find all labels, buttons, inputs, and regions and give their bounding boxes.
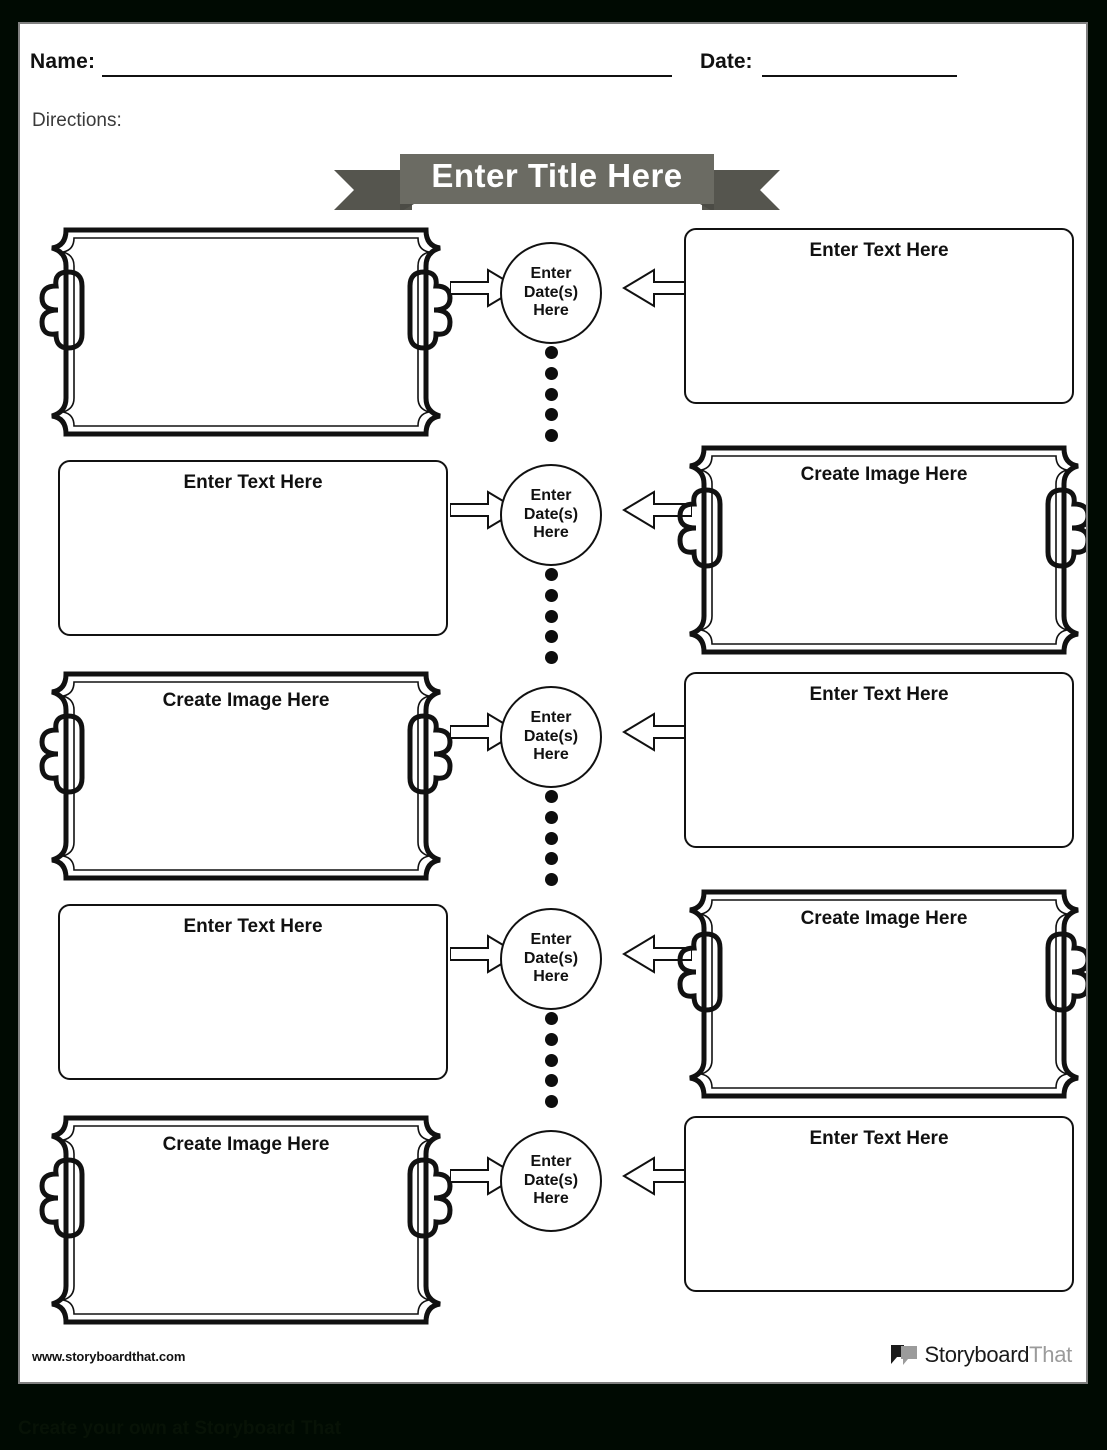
circle-line-1: Enter: [530, 1152, 572, 1170]
date-circle[interactable]: Enter Date(s) Here: [500, 908, 602, 1010]
worksheet-page: Name: Date: Directions: Enter Title Here: [18, 22, 1088, 1384]
ornate-frame-shape: [677, 445, 1086, 655]
circle-line-1: Enter: [530, 264, 572, 282]
connector-dot: [544, 1095, 558, 1108]
logo-storyboard-text: Storyboard: [924, 1342, 1030, 1367]
arrow-left-icon: [622, 488, 693, 532]
connector-dot: [544, 831, 558, 845]
date-label: Date:: [700, 50, 753, 73]
footer-url: www.storyboardthat.com: [32, 1349, 186, 1364]
connector-dot: [544, 1053, 558, 1067]
timeline-row: Enter Text Here Enter Date(s) Here: [20, 886, 1086, 1108]
ornate-frame-box[interactable]: Create Image Here: [36, 668, 456, 884]
arrow-left-icon: [622, 932, 693, 976]
bottom-promo-text: Create your own at Storyboard That: [18, 1418, 342, 1439]
date-circle[interactable]: Enter Date(s) Here: [500, 686, 602, 788]
plain-text-box[interactable]: Enter Text Here: [58, 460, 448, 636]
dotted-connector: [542, 1012, 560, 1108]
ornate-frame-box[interactable]: Create Image Here: [674, 886, 1086, 1102]
plain-box-label: Enter Text Here: [809, 1128, 949, 1149]
ornate-frame-shape: [39, 227, 453, 437]
ornate-frame-box[interactable]: Create Image Here: [36, 1112, 456, 1328]
ornate-frame-shape: [677, 889, 1086, 1099]
dotted-connector: [542, 568, 560, 664]
plain-text-box[interactable]: Enter Text Here: [684, 672, 1074, 848]
connector-dot: [544, 630, 558, 644]
connector-dot: [544, 429, 558, 442]
timeline-row: Enter Date(s) Here Enter Text Here: [20, 220, 1086, 442]
arrow-left-icon: [622, 266, 693, 310]
directions-label: Directions:: [32, 110, 122, 131]
plain-text-box[interactable]: Enter Text Here: [684, 228, 1074, 404]
date-circle[interactable]: Enter Date(s) Here: [500, 242, 602, 344]
name-write-line[interactable]: [102, 75, 672, 77]
circle-line-3: Here: [533, 302, 569, 320]
logo-that-text: That: [1029, 1342, 1072, 1367]
dotted-connector: [542, 346, 560, 442]
circle-line-3: Here: [533, 746, 569, 764]
title-banner[interactable]: Enter Title Here: [316, 148, 798, 210]
storyboardthat-logo: StoryboardThat: [890, 1342, 1072, 1368]
timeline-row: Enter Text Here Enter Date(s) Here: [20, 442, 1086, 664]
circle-line-2: Date(s): [523, 1171, 579, 1189]
plain-box-label: Enter Text Here: [183, 916, 323, 937]
connector-dot: [544, 1032, 558, 1046]
connector-dot: [544, 651, 558, 664]
logo-wordmark: StoryboardThat: [924, 1342, 1073, 1368]
circle-line-1: Enter: [530, 930, 572, 948]
connector-dot: [544, 810, 558, 824]
date-write-line[interactable]: [762, 75, 957, 77]
circle-line-3: Here: [533, 1190, 569, 1208]
connector-dot: [544, 408, 558, 422]
connector-dot: [544, 366, 558, 380]
ornate-frame-shape: [39, 1115, 453, 1325]
connector-dot: [544, 568, 558, 581]
name-label: Name:: [30, 50, 96, 73]
timeline-rows: Enter Date(s) Here Enter Text Here: [20, 220, 1086, 1330]
arrow-left-icon: [622, 1154, 693, 1198]
connector-dot: [544, 873, 558, 886]
date-circle[interactable]: Enter Date(s) Here: [500, 464, 602, 566]
bottom-promo-strip: Create your own at Storyboard That: [0, 1412, 1107, 1450]
arrow-left-icon: [622, 710, 693, 754]
circle-line-2: Date(s): [523, 283, 579, 301]
date-circle[interactable]: Enter Date(s) Here: [500, 1130, 602, 1232]
ornate-frame-box[interactable]: [36, 224, 456, 440]
circle-line-1: Enter: [530, 486, 572, 504]
plain-text-box[interactable]: Enter Text Here: [58, 904, 448, 1080]
circle-line-3: Here: [533, 968, 569, 986]
circle-line-2: Date(s): [523, 505, 579, 523]
plain-box-label: Enter Text Here: [809, 684, 949, 705]
circle-line-2: Date(s): [523, 727, 579, 745]
connector-dot: [544, 387, 558, 401]
ribbon-shape: [334, 154, 780, 210]
ornate-frame-shape: [39, 671, 453, 881]
plain-text-box[interactable]: Enter Text Here: [684, 1116, 1074, 1292]
dotted-connector: [542, 790, 560, 886]
circle-line-3: Here: [533, 524, 569, 542]
timeline-row: Create Image Here Enter Date(s) Here: [20, 664, 1086, 886]
worksheet-header: Name: Date: Directions:: [20, 24, 1086, 144]
connector-dot: [544, 588, 558, 602]
ornate-frame-box[interactable]: Create Image Here: [674, 442, 1086, 658]
connector-dot: [544, 1074, 558, 1088]
connector-dot: [544, 1012, 558, 1025]
plain-box-label: Enter Text Here: [809, 240, 949, 261]
circle-line-2: Date(s): [523, 949, 579, 967]
connector-dot: [544, 852, 558, 866]
speech-bubbles-icon: [890, 1343, 918, 1367]
connector-dot: [544, 790, 558, 803]
connector-dot: [544, 346, 558, 359]
timeline-row: Create Image Here Enter Date(s) Here: [20, 1108, 1086, 1330]
plain-box-label: Enter Text Here: [183, 472, 323, 493]
connector-dot: [544, 609, 558, 623]
circle-line-1: Enter: [530, 708, 572, 726]
